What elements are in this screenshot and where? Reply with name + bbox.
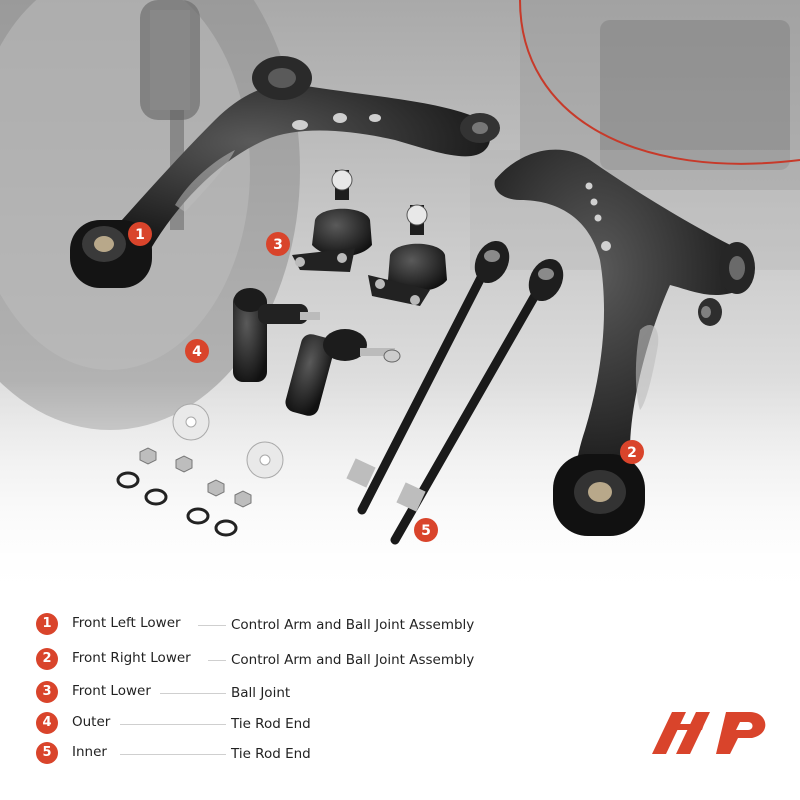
product-photo: 1 2 3 4 5 <box>0 0 800 600</box>
callout-number: 4 <box>192 344 202 360</box>
legend-part-name: Front Right Lower <box>72 650 191 666</box>
front-right-control-arm <box>494 149 755 536</box>
legend-part-name: Outer <box>72 714 111 730</box>
legend-connector <box>120 724 226 725</box>
callout-badge-4: 4 <box>185 339 209 363</box>
callout-badge-2: 2 <box>620 440 644 464</box>
inner-tie-rods <box>346 240 564 545</box>
legend-connector <box>120 754 226 755</box>
callout-badge-3: 3 <box>266 232 290 256</box>
callout-badge-5: 5 <box>414 518 438 542</box>
legend-connector <box>208 660 226 661</box>
legend-badge: 4 <box>36 712 58 734</box>
legend-part-description: Tie Rod End <box>231 716 311 732</box>
legend-part-description: Ball Joint <box>231 685 291 701</box>
callout-number: 1 <box>135 227 145 243</box>
legend-item: 4 Outer Tie Rod End <box>36 712 556 736</box>
callout-badges: 1 2 3 4 5 <box>128 222 644 542</box>
legend-item: 3 Front Lower Ball Joint <box>36 681 556 705</box>
logo-p <box>716 712 766 754</box>
legend-part-name: Inner <box>72 744 107 760</box>
outer-tie-rod-ends <box>233 288 401 416</box>
legend-part-name: Front Lower <box>72 683 151 699</box>
legend-item: 1 Front Left Lower Control Arm and Ball … <box>36 613 556 637</box>
legend-part-name: Front Left Lower <box>72 615 181 631</box>
legend-badge: 1 <box>36 613 58 635</box>
callout-number: 2 <box>627 445 637 461</box>
brand-logo <box>652 712 766 754</box>
ball-joints <box>292 169 447 306</box>
legend-item: 2 Front Right Lower Control Arm and Ball… <box>36 648 556 672</box>
legend-part-description: Tie Rod End <box>231 746 311 762</box>
legend-connector <box>160 693 226 694</box>
legend-item: 5 Inner Tie Rod End <box>36 742 556 766</box>
callout-badge-1: 1 <box>128 222 152 246</box>
logo-a-stem <box>676 712 710 754</box>
legend-badge: 5 <box>36 742 58 764</box>
callout-number: 3 <box>273 237 283 253</box>
hardware-set <box>116 403 284 537</box>
legend-connector <box>198 625 226 626</box>
logo-slash <box>652 712 686 754</box>
legend-part-description: Control Arm and Ball Joint Assembly <box>231 652 475 668</box>
legend-badge: 3 <box>36 681 58 703</box>
callout-number: 5 <box>421 523 431 539</box>
legend-part-description: Control Arm and Ball Joint Assembly <box>231 617 475 633</box>
legend-badge: 2 <box>36 648 58 670</box>
